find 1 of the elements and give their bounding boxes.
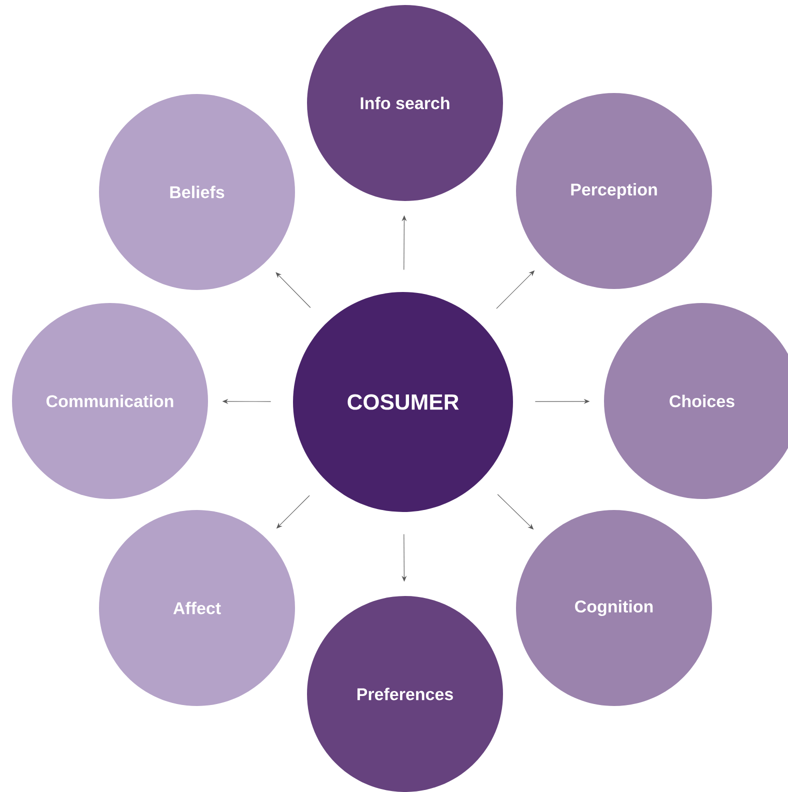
arrow xyxy=(276,272,311,308)
